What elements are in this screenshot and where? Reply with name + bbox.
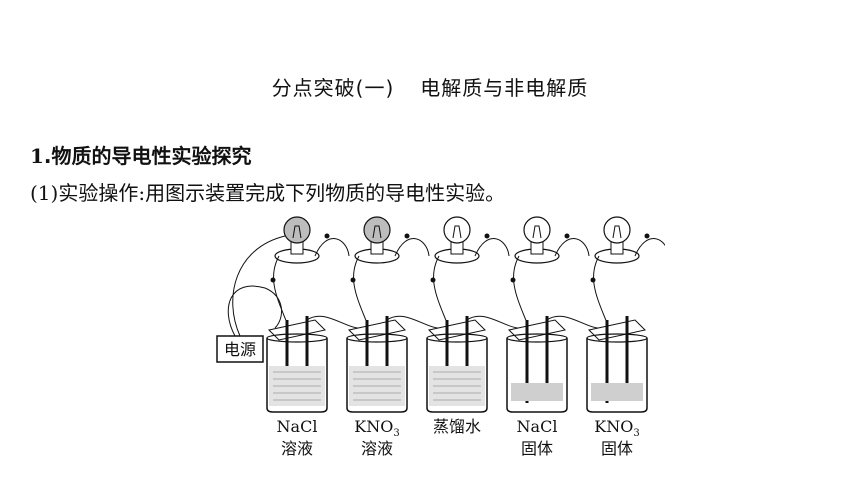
substance-label: 蒸馏水 (433, 417, 481, 436)
wire-left (513, 255, 528, 324)
state-label: 固体 (521, 439, 553, 458)
wire-clip (430, 277, 436, 283)
bulb-filament (532, 225, 542, 239)
beaker-solid (511, 383, 563, 401)
wire-clip (324, 233, 330, 239)
beaker-rim (506, 333, 568, 343)
unlit-bulb-icon (443, 216, 471, 244)
station-2 (346, 216, 448, 413)
wire-clip (590, 277, 596, 283)
electrode-holder (347, 319, 407, 341)
title-part1: 分点突破(一) (271, 76, 395, 100)
section-heading: 1.物质的导电性实验探究 (30, 140, 252, 169)
beaker-rim (586, 333, 648, 343)
electrode-holder (587, 319, 647, 341)
beaker-rim (346, 333, 408, 343)
station-3 (426, 216, 528, 413)
beaker-icon (506, 338, 568, 413)
beaker-icon (426, 338, 488, 413)
beaker-icon (346, 338, 408, 413)
bulb-filament (292, 225, 302, 239)
wire-left (593, 255, 608, 324)
wire-right (554, 238, 590, 257)
wire-left (273, 255, 288, 324)
lit-bulb-icon (363, 216, 391, 244)
power-source-box (216, 335, 264, 363)
unlit-bulb-icon (523, 216, 551, 244)
power-source-label: 电源 (224, 340, 256, 359)
beaker-solid (591, 383, 643, 401)
state-label: 溶液 (281, 439, 313, 458)
station-5 (586, 216, 665, 413)
page-title: 分点突破(一) 电解质与非电解质 (0, 72, 860, 101)
bulb-socket (530, 241, 544, 255)
substance-label: KNO3 (354, 417, 399, 439)
wire-clip (404, 233, 410, 239)
wire-left (433, 255, 448, 324)
station-4 (506, 216, 608, 413)
substance-label: NaCl (277, 417, 318, 436)
wire-right (474, 238, 510, 257)
beaker-icon (266, 338, 328, 413)
beaker-rim (426, 333, 488, 343)
heading-text: .物质的导电性实验探究 (43, 144, 252, 168)
wire-clip (644, 233, 650, 239)
electrode-holder (507, 319, 567, 341)
bulb-filament (612, 225, 622, 239)
experiment-step: (1)实验操作:用图示装置完成下列物质的导电性实验。 (30, 181, 506, 205)
bulb-filament (452, 225, 462, 239)
wire-clip (270, 277, 276, 283)
title-part2: 电解质与非电解质 (420, 76, 589, 100)
unlit-bulb-icon (603, 216, 631, 244)
wire-clip (484, 233, 490, 239)
lit-bulb-icon (283, 216, 311, 244)
state-label: 固体 (601, 439, 633, 458)
bulb-socket (610, 241, 624, 255)
bulb-socket (370, 241, 384, 255)
heading-number: 1 (30, 144, 44, 168)
bulb-socket (290, 241, 304, 255)
wire-left (353, 255, 368, 324)
wire-power-side (227, 285, 283, 337)
bulb-socket (450, 241, 464, 255)
station-1 (266, 216, 368, 413)
electrode-holder (267, 319, 327, 341)
beaker-rim (266, 333, 328, 343)
substance-label: NaCl (517, 417, 558, 436)
wire-right (634, 238, 665, 257)
beaker-icon (586, 338, 648, 413)
bulb-filament (372, 225, 382, 239)
substance-label: KNO3 (594, 417, 639, 439)
wire-clip (564, 233, 570, 239)
state-label: 溶液 (361, 439, 393, 458)
wire-clip (510, 277, 516, 283)
wire-right (394, 238, 430, 257)
wire-right (314, 238, 350, 257)
electrode-holder (427, 319, 487, 341)
wire-power-top (232, 235, 286, 337)
wire-clip (350, 277, 356, 283)
